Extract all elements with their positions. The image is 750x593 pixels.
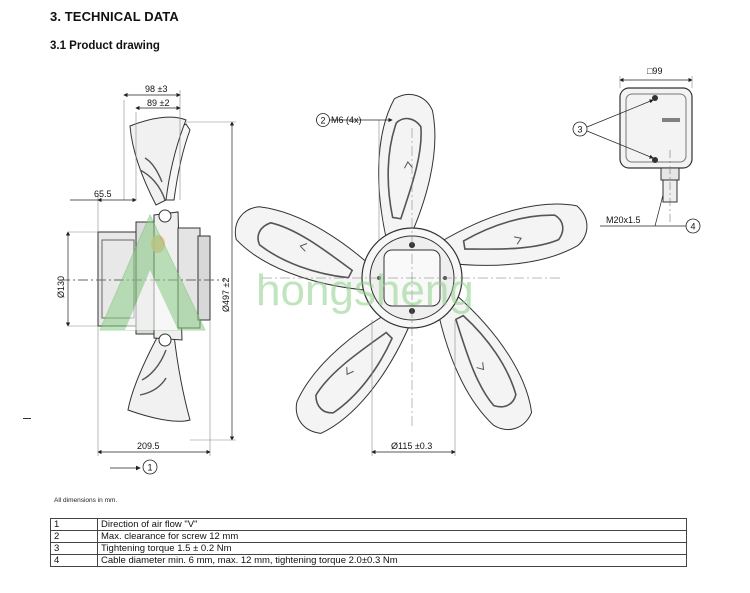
legend-text: Direction of air flow "V" bbox=[97, 518, 687, 531]
dim-98: 98 ±3 bbox=[145, 84, 167, 94]
callout-2-circle bbox=[316, 113, 330, 127]
legend-num: 1 bbox=[50, 518, 98, 531]
callout-4-circle bbox=[685, 218, 701, 234]
callout-1: 1 bbox=[148, 463, 153, 473]
callout-3: 3 bbox=[578, 125, 583, 135]
dim-65-5: 65.5 bbox=[94, 189, 112, 199]
legend-row: 4 Cable diameter min. 6 mm, max. 12 mm, … bbox=[50, 554, 687, 567]
watermark-text: hongsheng bbox=[256, 266, 474, 315]
dim-130: Ø130 bbox=[56, 276, 66, 298]
section-title: 3. TECHNICAL DATA bbox=[50, 9, 179, 24]
dim-497: Ø497 ±2 bbox=[221, 278, 231, 312]
dim-m20: M20x1.5 bbox=[606, 215, 641, 225]
margin-mark bbox=[23, 418, 31, 419]
legend-row: 2 Max. clearance for screw 12 mm bbox=[50, 530, 687, 543]
dim-m6: M6 (4x) bbox=[331, 115, 362, 125]
legend-num: 4 bbox=[50, 554, 98, 567]
dim-209-5: 209.5 bbox=[137, 441, 160, 451]
legend-table: 1 Direction of air flow "V" 2 Max. clear… bbox=[50, 518, 687, 567]
legend-text: Tightening torque 1.5 ± 0.2 Nm bbox=[97, 542, 687, 555]
legend-text: Max. clearance for screw 12 mm bbox=[97, 530, 687, 543]
dim-89: 89 ±2 bbox=[147, 98, 169, 108]
legend-num: 2 bbox=[50, 530, 98, 543]
legend-row: 1 Direction of air flow "V" bbox=[50, 518, 687, 531]
dimensions-note: All dimensions in mm. bbox=[54, 497, 118, 504]
front-view bbox=[227, 91, 596, 449]
legend-num: 3 bbox=[50, 542, 98, 555]
legend-text: Cable diameter min. 6 mm, max. 12 mm, ti… bbox=[97, 554, 687, 567]
callout-2: 2 bbox=[321, 116, 326, 126]
dim-115: Ø115 ±0.3 bbox=[391, 441, 432, 451]
terminal-box bbox=[619, 87, 693, 225]
callout-3-circle bbox=[572, 121, 588, 137]
subsection-title: 3.1 Product drawing bbox=[50, 40, 160, 52]
hongsheng-watermark: hongsheng bbox=[99, 213, 474, 331]
callout-4: 4 bbox=[691, 222, 696, 232]
callout-1-circle bbox=[142, 459, 158, 475]
dim-sq99: □99 bbox=[647, 66, 662, 76]
legend-row: 3 Tightening torque 1.5 ± 0.2 Nm bbox=[50, 542, 687, 555]
